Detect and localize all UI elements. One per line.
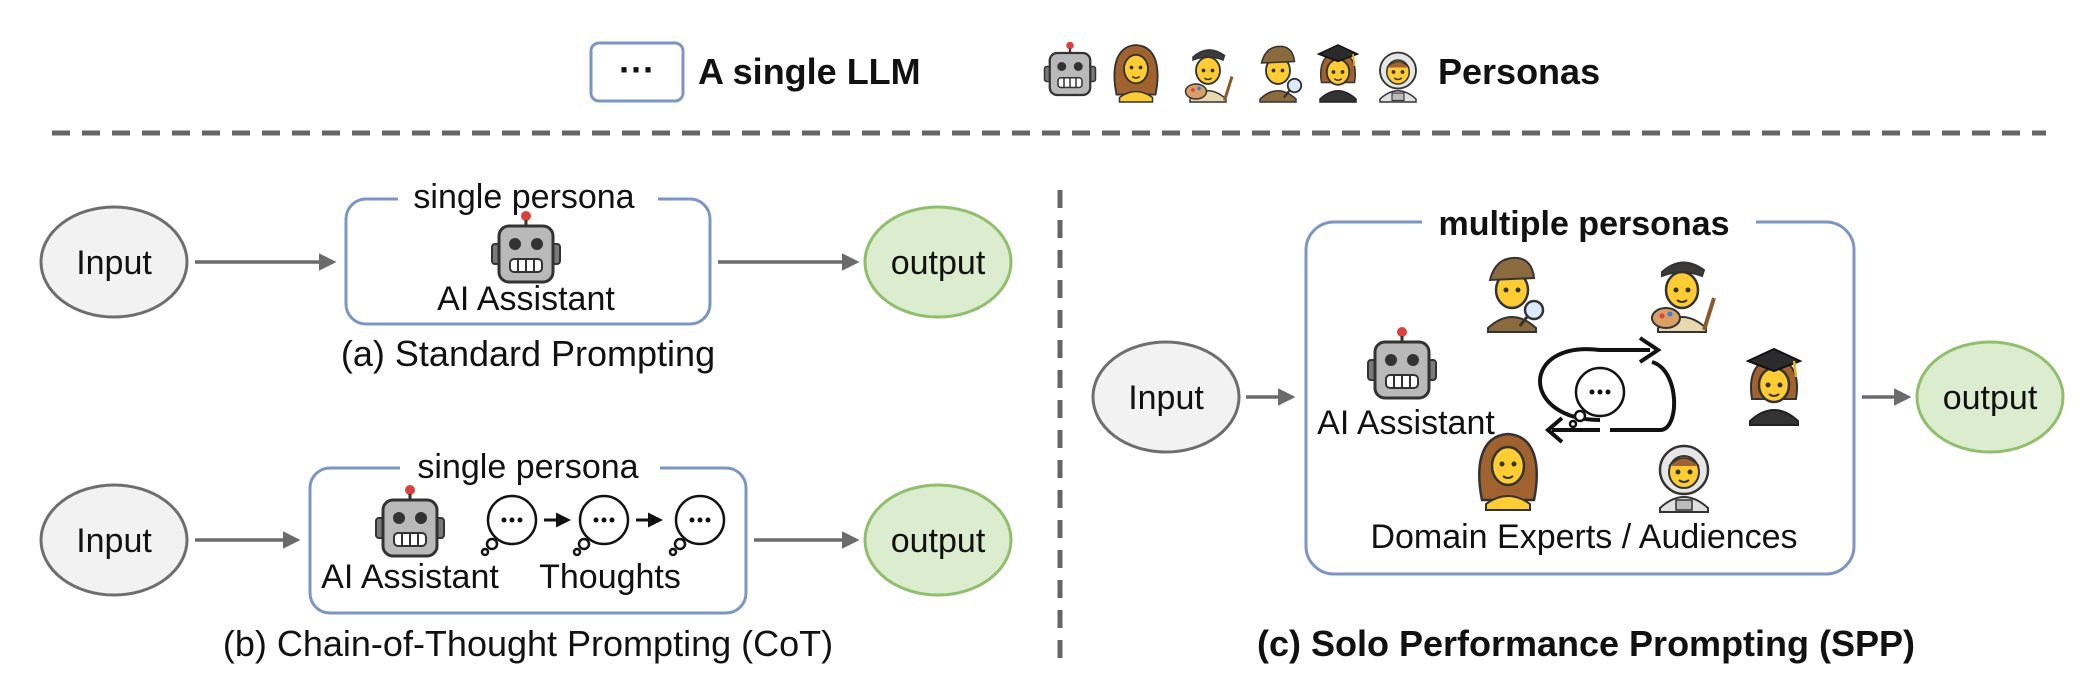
box-title: multiple personas — [1439, 205, 1730, 243]
input-node — [1091, 340, 1241, 454]
output-label: output — [1943, 379, 2038, 417]
output-node — [863, 483, 1013, 597]
output-label: output — [891, 522, 986, 560]
robot-icon — [1043, 40, 1097, 97]
assistant-label: AI Assistant — [437, 280, 615, 318]
thoughts-label: Thoughts — [539, 558, 681, 596]
experts-label: Domain Experts / Audiences — [1370, 518, 1797, 556]
output-node — [1915, 340, 2065, 454]
output-node — [863, 205, 1013, 319]
input-label: Input — [76, 244, 152, 282]
input-label: Input — [76, 522, 152, 560]
assistant-label: AI Assistant — [321, 558, 499, 596]
box-title: single persona — [413, 178, 634, 216]
caption: (b) Chain-of-Thought Prompting (CoT) — [223, 623, 833, 664]
panel-chain-of-thought: Input single persona AI Assistant Though… — [39, 448, 1013, 664]
panel-standard-prompting: Input single persona AI Assistant output… — [39, 178, 1013, 374]
personas-legend-label: Personas — [1438, 51, 1600, 92]
astronaut-icon — [1379, 51, 1417, 103]
astronaut-icon — [1658, 444, 1710, 514]
graduate-icon — [1317, 44, 1359, 103]
detective-icon — [1258, 45, 1303, 104]
cycle-arrows-icon — [1538, 336, 1677, 444]
artist-icon — [1184, 48, 1234, 104]
woman-icon — [1478, 432, 1538, 512]
panel-solo-performance: Input multiple personas AI Assistant Dom… — [1091, 202, 2065, 664]
llm-legend-label: A single LLM — [698, 51, 921, 92]
box-title: single persona — [417, 448, 638, 486]
llm-legend-glyph: ··· — [619, 49, 655, 90]
caption: (a) Standard Prompting — [341, 333, 715, 374]
assistant-label: AI Assistant — [1317, 404, 1495, 442]
input-node — [39, 483, 189, 597]
caption: (c) Solo Performance Prompting (SPP) — [1257, 623, 1915, 664]
input-node — [39, 205, 189, 319]
output-label: output — [891, 244, 986, 282]
llm-legend-box — [589, 41, 685, 103]
legend: ··· A single LLM Personas — [589, 40, 1600, 104]
woman-icon — [1113, 44, 1159, 103]
input-label: Input — [1128, 379, 1204, 417]
